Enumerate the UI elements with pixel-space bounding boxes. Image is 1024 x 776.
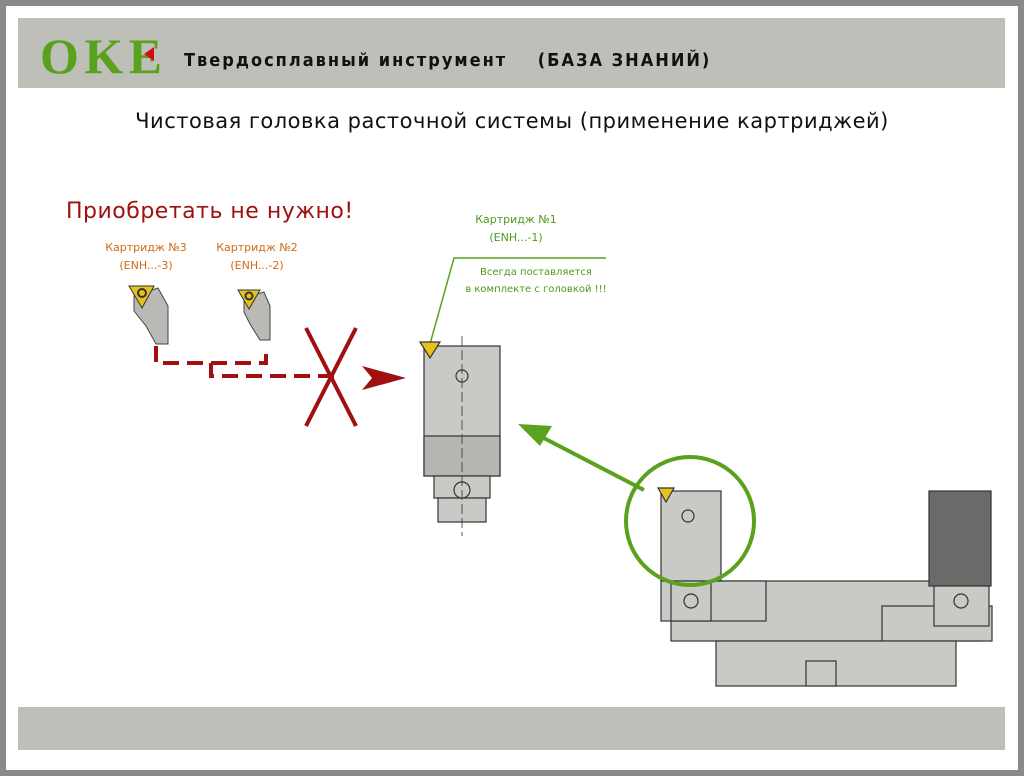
red-arrow-icon — [362, 366, 406, 390]
header-title: Твердосплавный инструмент (БАЗА ЗНАНИЙ) — [184, 50, 712, 71]
cartridge-2-drawing — [237, 289, 271, 341]
header-subtitle: (БАЗА ЗНАНИЙ) — [537, 50, 712, 71]
slide: OKE Твердосплавный инструмент (БАЗА ЗНАН… — [6, 6, 1018, 770]
cross-icon — [304, 327, 358, 427]
boring-head-drawing — [418, 336, 501, 536]
oke-logo: OKE — [40, 31, 165, 77]
cartridge-1-label: Картридж №1(ENH...-1) — [475, 213, 557, 244]
highlight-circle — [624, 455, 756, 587]
warning-text: Приобретать не нужно! — [66, 199, 354, 224]
diagram-art — [128, 257, 993, 687]
cartridge-3-drawing — [128, 285, 169, 345]
svg-text:OKE: OKE — [40, 31, 162, 77]
dashed-path — [154, 346, 336, 378]
footer-bar — [18, 707, 1005, 750]
cartridge-3-label: Картридж №3(ENH...-3) — [105, 241, 187, 272]
slide-title: Чистовая головка расточной системы (прим… — [135, 109, 889, 133]
header-bar: OKE Твердосплавный инструмент (БАЗА ЗНАН… — [18, 18, 1005, 88]
boring-bar-assembly-drawing — [656, 487, 993, 687]
green-arrow-icon — [518, 424, 552, 446]
cartridge-2-label: Картридж №2(ENH...-2) — [216, 241, 298, 272]
